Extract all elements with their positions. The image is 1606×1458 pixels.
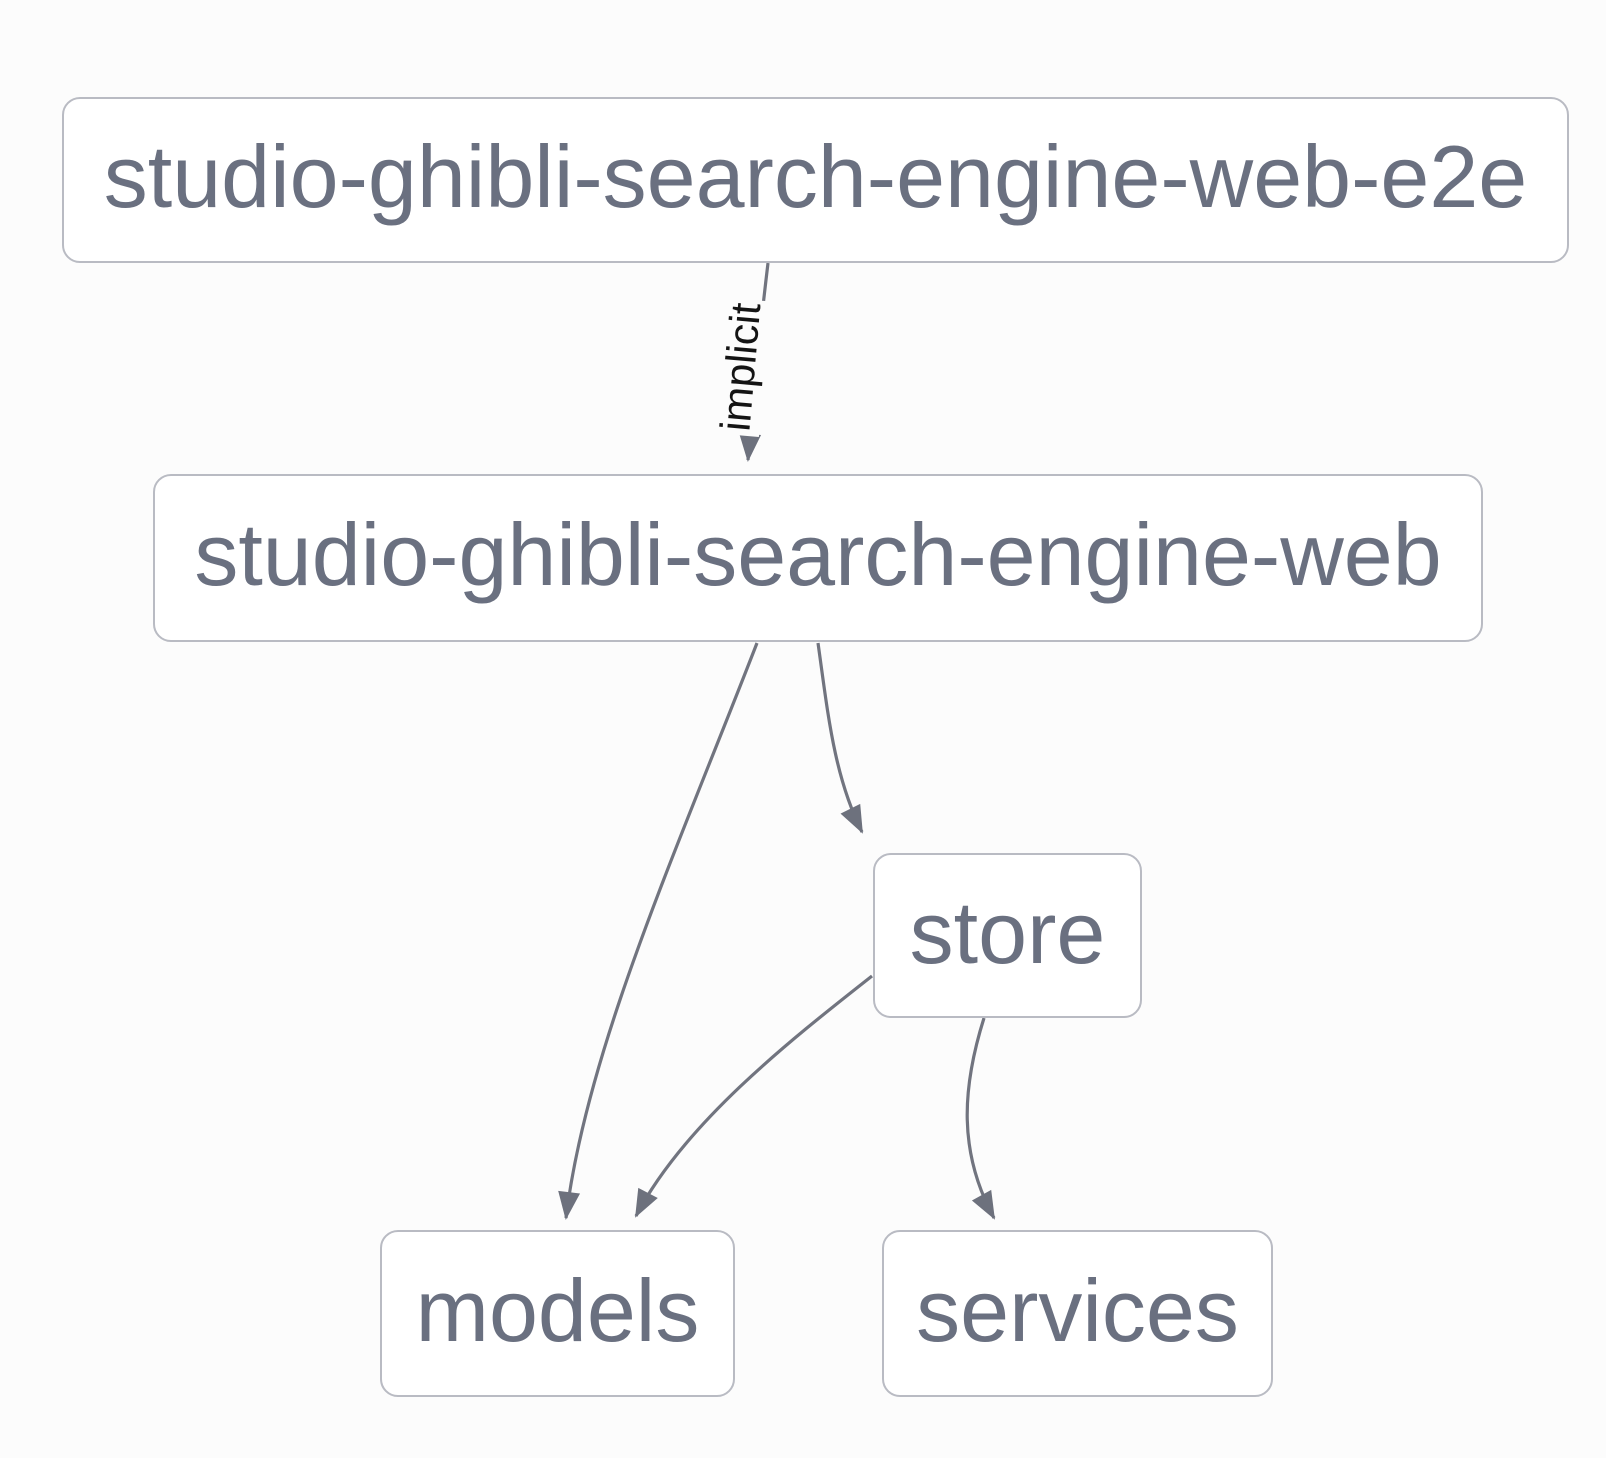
node-models[interactable]: models	[380, 1230, 735, 1397]
node-label-studio-ghibli-search-engine-web-e2e: studio-ghibli-search-engine-web-e2e	[103, 127, 1528, 226]
edge-store-to-services[interactable]	[965, 1017, 996, 1220]
node-label-services: services	[916, 1260, 1239, 1360]
edge-store-to-models[interactable]	[634, 974, 873, 1218]
edge-studio-ghibli-search-engine-web-to-store[interactable]	[816, 642, 864, 834]
node-studio-ghibli-search-engine-web[interactable]: studio-ghibli-search-engine-web	[153, 474, 1483, 642]
node-store[interactable]: store	[873, 853, 1142, 1018]
node-services[interactable]: services	[882, 1230, 1273, 1397]
node-label-store: store	[909, 882, 1106, 982]
node-studio-ghibli-search-engine-web-e2e[interactable]: studio-ghibli-search-engine-web-e2e	[62, 97, 1569, 263]
edge-studio-ghibli-search-engine-web-to-models[interactable]	[558, 642, 759, 1220]
node-label-models: models	[415, 1260, 700, 1360]
node-label-studio-ghibli-search-engine-web: studio-ghibli-search-engine-web	[194, 505, 1442, 604]
